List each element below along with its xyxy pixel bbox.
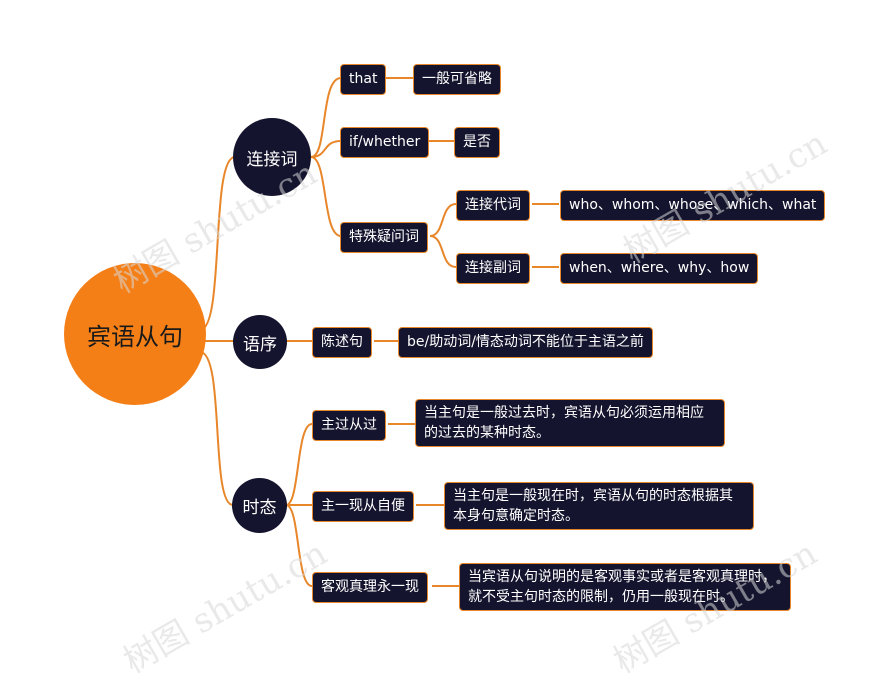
branch-word-order[interactable]: 语序 xyxy=(233,315,287,369)
node-past-note[interactable]: 当主句是一般过去时，宾语从句必须运用相应的过去的某种时态。 xyxy=(415,399,725,447)
node-that-note[interactable]: 一般可省略 xyxy=(413,64,501,95)
node-special-question-words[interactable]: 特殊疑问词 xyxy=(340,222,428,253)
branch-tense[interactable]: 时态 xyxy=(232,478,287,533)
node-that[interactable]: that xyxy=(340,64,387,95)
branch-connective-label: 连接词 xyxy=(246,149,298,170)
branch-connective[interactable]: 连接词 xyxy=(233,118,311,196)
node-present-free[interactable]: 主一现从自便 xyxy=(312,491,414,522)
node-statement-note[interactable]: be/助动词/情态动词不能位于主语之前 xyxy=(398,327,653,358)
node-adverb-list[interactable]: when、where、why、how xyxy=(560,253,759,284)
node-truth-note[interactable]: 当宾语从句说明的是客观事实或者是客观真理时，就不受主句时态的限制，仍用一般现在时… xyxy=(459,563,791,611)
node-connective-pronoun[interactable]: 连接代词 xyxy=(456,190,530,221)
node-if-whether-note[interactable]: 是否 xyxy=(454,127,500,158)
node-connective-adverb[interactable]: 连接副词 xyxy=(456,253,530,284)
node-pronoun-list[interactable]: who、whom、whose、which、what xyxy=(560,190,826,221)
node-statement[interactable]: 陈述句 xyxy=(312,327,372,358)
root-node-object-clause[interactable]: 宾语从句 xyxy=(64,263,206,405)
branch-word-order-label: 语序 xyxy=(243,334,277,355)
node-past-past[interactable]: 主过从过 xyxy=(312,410,386,441)
node-if-whether[interactable]: if/whether xyxy=(340,127,430,158)
branch-tense-label: 时态 xyxy=(242,498,277,518)
node-present-note[interactable]: 当主句是一般现在时，宾语从句的时态根据其本身句意确定时态。 xyxy=(444,482,754,530)
node-truth-present[interactable]: 客观真理永一现 xyxy=(312,572,428,603)
root-label: 宾语从句 xyxy=(87,322,183,351)
